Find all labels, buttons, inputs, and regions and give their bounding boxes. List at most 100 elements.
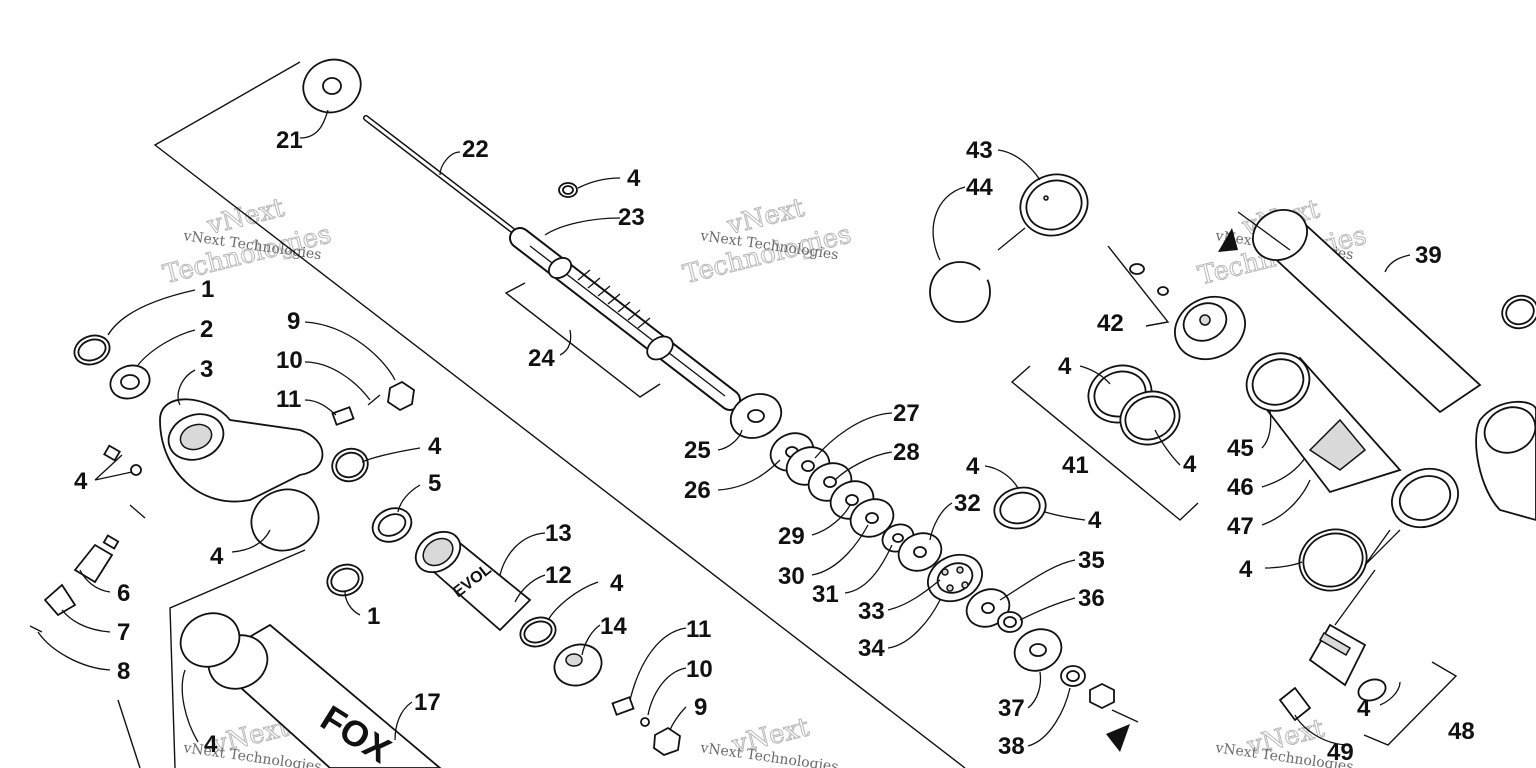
callout-4: 4 [204, 731, 218, 758]
part-14-piston-cap [553, 643, 603, 687]
part-4-small-fittings [103, 444, 146, 519]
arrow-marker-top [1218, 228, 1238, 252]
callout-4: 4 [1357, 695, 1371, 722]
callout-37: 37 [998, 695, 1025, 722]
callout-14: 14 [600, 613, 627, 640]
part-1-lower-ring [326, 563, 364, 597]
part-4-ring-12 [519, 616, 557, 648]
part-4-rings-41 [1087, 364, 1181, 446]
callout-35: 35 [1078, 547, 1105, 574]
part-4-ring-right-edge [1501, 294, 1536, 330]
callout-47: 47 [1227, 513, 1254, 540]
part-6-valve [73, 534, 120, 584]
callout-11: 11 [276, 386, 301, 413]
callout-8: 8 [117, 658, 130, 685]
callout-45: 45 [1227, 435, 1254, 462]
part-43-cap [1019, 173, 1089, 237]
part-34-piston [927, 553, 983, 603]
callout-4: 4 [74, 468, 88, 495]
part-8-pin [29, 625, 43, 633]
callout-10: 10 [276, 347, 303, 374]
callout-17: 17 [414, 689, 441, 716]
callout-28: 28 [893, 439, 920, 466]
callout-27: 27 [893, 400, 920, 427]
callout-13: 13 [545, 520, 572, 547]
callout-1: 1 [367, 603, 380, 630]
callout-39: 39 [1415, 242, 1442, 269]
part-13-evol-sleeve: EVOL [414, 530, 532, 632]
part-42-screw-washer [1129, 263, 1169, 296]
callout-11: 11 [686, 616, 711, 643]
callout-49: 49 [1327, 739, 1354, 766]
part-4-oring-mid [331, 447, 369, 483]
part-11-fitting [331, 406, 355, 426]
callout-46: 46 [1227, 474, 1254, 501]
callout-9: 9 [694, 694, 707, 721]
callout-1: 1 [201, 276, 214, 303]
callout-25: 25 [684, 437, 711, 464]
bracket-17b [117, 699, 141, 768]
part-39-air-sleeve [1252, 209, 1482, 414]
part-4-oring-right-lower [1298, 528, 1368, 592]
callout-23: 23 [618, 204, 645, 231]
callout-labels: 21 22 4 23 24 1 2 3 9 10 11 4 4 5 4 6 7 … [74, 127, 1475, 766]
part-4-reservoir-oring [179, 612, 241, 668]
part-10-washer [367, 394, 381, 406]
part-4-oring-small [558, 182, 578, 198]
part-41-piston-head [1174, 295, 1246, 361]
part-24-spring-stack [547, 257, 674, 361]
part-5-seal [371, 507, 413, 543]
bracket-17 [169, 549, 306, 768]
callout-4: 4 [1088, 507, 1102, 534]
part-25-washer [729, 393, 783, 439]
part-49-cap [1278, 686, 1312, 722]
leader-lines [37, 109, 1411, 747]
part-37-washer [1013, 628, 1063, 672]
callout-4: 4 [966, 453, 980, 480]
arrow-marker [1106, 724, 1130, 752]
part-38-nut [1060, 665, 1115, 710]
callout-10: 10 [686, 656, 713, 683]
part-35-36-washers [965, 588, 1023, 633]
callout-22: 22 [462, 136, 489, 163]
part-21-washer [302, 58, 362, 114]
callout-4: 4 [1239, 556, 1253, 583]
callout-48: 48 [1448, 718, 1475, 745]
part-22-rod [363, 115, 515, 233]
callout-4: 4 [610, 570, 624, 597]
callout-21: 21 [276, 127, 303, 154]
callout-4: 4 [1183, 451, 1197, 478]
callout-26: 26 [684, 477, 711, 504]
callout-30: 30 [778, 563, 805, 590]
callout-12: 12 [545, 562, 572, 589]
callout-41: 41 [1062, 452, 1089, 479]
callout-43: 43 [966, 137, 993, 164]
part-48-valve-body [1308, 623, 1387, 702]
callout-42: 42 [1097, 310, 1124, 337]
callout-4: 4 [210, 543, 224, 570]
part-body-eyelet-right [1391, 400, 1536, 529]
callout-4: 4 [428, 433, 442, 460]
bracket-48 [1363, 661, 1458, 746]
part-9-lower-nut [653, 726, 681, 757]
part-7-cap [43, 583, 77, 617]
callout-3: 3 [200, 356, 213, 383]
callout-2: 2 [200, 316, 213, 343]
callout-24: 24 [528, 345, 555, 372]
callout-32: 32 [954, 490, 981, 517]
part-10-lower-washer [640, 717, 650, 727]
part-44-snap-ring [929, 261, 992, 323]
callout-6: 6 [117, 580, 130, 607]
callout-33: 33 [858, 598, 885, 625]
part-11-lower-fitting [611, 696, 635, 716]
part-4-seal-ring [993, 486, 1047, 530]
callout-31: 31 [812, 581, 839, 608]
bracket-24 [504, 282, 661, 398]
callout-29: 29 [778, 523, 805, 550]
callout-38: 38 [998, 733, 1025, 760]
callout-36: 36 [1078, 585, 1105, 612]
part-3-eyelet-body [159, 398, 324, 503]
part-45-47-reservoir [1245, 352, 1402, 494]
main-assembly-bracket [153, 61, 966, 768]
